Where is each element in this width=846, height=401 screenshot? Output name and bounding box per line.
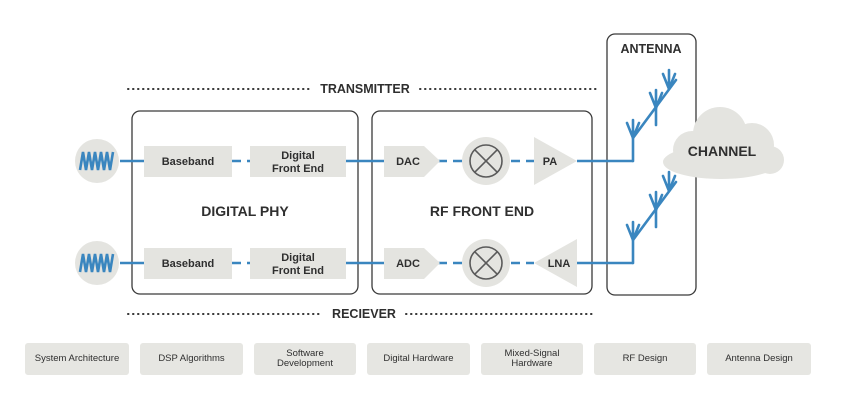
tx-baseband-label: Baseband	[162, 156, 215, 168]
rx-baseband-label: Baseband	[162, 258, 215, 270]
lna-label: LNA	[548, 258, 571, 270]
tx-dfe-label-line2: Front End	[272, 163, 324, 175]
channel-label: CHANNEL	[688, 143, 757, 159]
adc-block	[384, 248, 440, 279]
antenna-label: ANTENNA	[620, 42, 681, 56]
skill-system-architecture: System Architecture	[25, 343, 129, 375]
tx-signal-source-icon	[75, 139, 119, 183]
receiver-label: RECIEVER	[332, 307, 396, 321]
transmitter-label: TRANSMITTER	[320, 82, 410, 96]
lna-block	[534, 239, 577, 287]
dac-label: DAC	[396, 156, 420, 168]
rx-antenna-icon	[625, 170, 678, 265]
tx-dfe-label-line1: Digital	[281, 150, 315, 162]
skill-dsp-algorithms: DSP Algorithms	[140, 343, 243, 375]
rx-dfe-label-line2: Front End	[272, 265, 324, 277]
skill-digital-hardware: Digital Hardware	[367, 343, 470, 375]
digital-phy-frame	[131, 110, 359, 295]
rx-baseband-block	[144, 248, 232, 279]
skill-software-development: Software Development	[254, 343, 356, 375]
pa-label: PA	[543, 156, 558, 168]
rx-mixer-icon	[462, 239, 510, 287]
digital-phy-label: DIGITAL PHY	[201, 203, 289, 219]
tx-baseband-block	[144, 146, 232, 177]
pa-block	[534, 137, 577, 185]
skill-mixed-signal-hardware: Mixed-Signal Hardware	[481, 343, 583, 375]
tx-dfe-block	[250, 146, 346, 177]
channel-cloud-icon	[663, 107, 784, 179]
rx-dfe-block	[250, 248, 346, 279]
rx-dfe-label-line1: Digital	[281, 252, 315, 264]
rf-front-end-label: RF FRONT END	[430, 203, 534, 219]
skill-antenna-design: Antenna Design	[707, 343, 811, 375]
rf-front-end-frame	[371, 110, 593, 295]
dac-block	[384, 146, 440, 177]
tx-antenna-icon	[625, 68, 678, 163]
tx-mixer-icon	[462, 137, 510, 185]
skill-rf-design: RF Design	[594, 343, 696, 375]
rx-signal-source-icon	[75, 241, 119, 285]
adc-label: ADC	[396, 258, 420, 270]
